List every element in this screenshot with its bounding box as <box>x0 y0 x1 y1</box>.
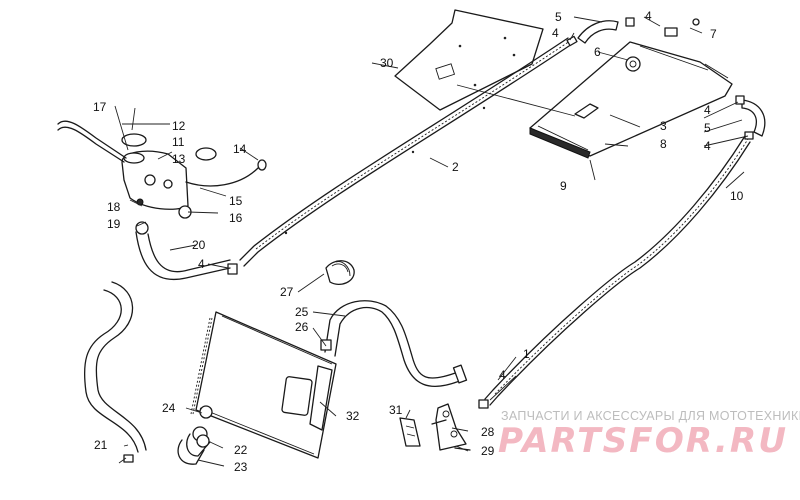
callout-12: 12 <box>172 119 186 133</box>
callout-4-left: 4 <box>198 257 205 271</box>
callout-27: 27 <box>280 285 294 299</box>
radiator-upper-hose <box>320 260 468 388</box>
radiator-lower-hose <box>177 433 211 465</box>
callout-4-bottom: 4 <box>499 368 506 382</box>
callout-2: 2 <box>452 160 459 174</box>
elbow-hose-right <box>741 99 766 137</box>
callout-26: 26 <box>295 320 309 334</box>
callout-31: 31 <box>389 403 403 417</box>
watermark-tagline: ЗАПЧАСТИ И АКСЕССУАРЫ ДЛЯ МОТОТЕХНИКИ <box>501 409 800 423</box>
callout-5-right: 5 <box>704 121 711 135</box>
callout-10: 10 <box>730 189 744 203</box>
radiator <box>190 311 337 459</box>
callout-25: 25 <box>295 305 309 319</box>
callout-8: 8 <box>660 137 667 151</box>
callout-17: 17 <box>93 100 107 114</box>
callout-19: 19 <box>107 217 121 231</box>
callout-1: 1 <box>523 347 530 361</box>
elbow-hose-upper <box>577 20 619 44</box>
callout-6: 6 <box>594 45 601 59</box>
callout-4-upper-left: 4 <box>552 26 559 40</box>
callout-4-right-a: 4 <box>704 103 711 117</box>
coolant-reservoir <box>121 133 267 235</box>
callout-labels: 1 2 3 4 4 4 4 4 4 5 5 6 7 8 9 10 11 12 1… <box>93 9 744 474</box>
callout-18: 18 <box>107 200 121 214</box>
callout-20: 20 <box>192 238 206 252</box>
callout-3: 3 <box>660 119 667 133</box>
watermark: ЗАПЧАСТИ И АКСЕССУАРЫ ДЛЯ МОТОТЕХНИКИ PA… <box>498 409 800 461</box>
callout-16: 16 <box>229 211 243 225</box>
mounting-brackets <box>399 403 471 451</box>
lower-hose-assembly <box>83 231 231 453</box>
callout-11: 11 <box>172 135 185 149</box>
heat-exchanger <box>529 41 733 159</box>
callout-13: 13 <box>172 152 186 166</box>
callout-30: 30 <box>380 56 394 70</box>
callout-9: 9 <box>560 179 567 193</box>
upper-long-hose <box>239 37 573 267</box>
callout-24: 24 <box>162 401 176 415</box>
callout-14: 14 <box>233 142 247 156</box>
callout-7: 7 <box>710 27 717 41</box>
callout-28: 28 <box>481 425 495 439</box>
callout-23: 23 <box>234 460 248 474</box>
heat-shield-plate <box>394 9 544 111</box>
callout-22: 22 <box>234 443 248 457</box>
callout-15: 15 <box>229 194 243 208</box>
lower-long-hose <box>484 135 751 406</box>
leader-lines <box>114 16 749 467</box>
hose-clamps <box>123 17 754 463</box>
callout-29: 29 <box>481 444 495 458</box>
callout-21: 21 <box>94 438 108 452</box>
callout-4-top: 4 <box>645 9 652 23</box>
callout-4-right-b: 4 <box>704 139 711 153</box>
overflow-tube <box>57 120 127 163</box>
callout-32: 32 <box>346 409 360 423</box>
callout-5-top: 5 <box>555 10 562 24</box>
watermark-logo: PARTSFOR.RU <box>498 421 788 461</box>
